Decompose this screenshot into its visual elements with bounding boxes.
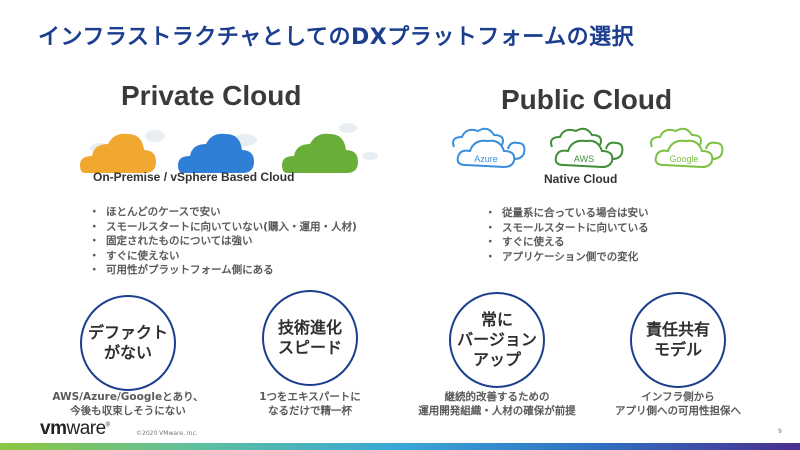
public-cloud-bullets: ・従量系に合っている場合は安い ・スモールスタートに向いている ・すぐに使える … — [478, 206, 649, 264]
bullet-item: ・すぐに使えない — [89, 249, 180, 262]
caption-shared-responsibility: インフラ側から アプリ側への可用性担保へ — [615, 391, 741, 417]
svg-text:Google: Google — [669, 154, 698, 164]
caption-no-de-facto: AWS/Azure/Googleとあり、 今後も収束しそうにない — [52, 391, 204, 417]
svg-text:Azure: Azure — [474, 154, 498, 164]
private-cloud-bullets: ・ほとんどのケースで安い ・スモールスタートに向いていない(購入・運用・人材) … — [82, 205, 357, 278]
private-cloud-subtitle: On-Premise / vSphere Based Cloud — [93, 170, 295, 184]
bullet-item: ・従量系に合っている場合は安い — [485, 207, 649, 219]
bullet-item: ・アプリケーション側での変化 — [485, 250, 639, 263]
google-cloud-icon: Google — [650, 127, 724, 169]
page-number: 9 — [778, 428, 782, 435]
copyright-text: ©2020 VMware, Inc. — [136, 430, 198, 437]
circle-tech-speed: 技術進化 スピード — [262, 290, 358, 386]
footer-gradient-bar — [0, 443, 800, 450]
public-cloud-icons: Azure AWS Google — [450, 125, 730, 175]
green-cloud-icon — [282, 133, 358, 173]
slide-title: インフラストラクチャとしてのDXプラットフォームの選択 — [38, 25, 635, 50]
circle-shared-responsibility: 責任共有 モデル — [630, 292, 726, 388]
aws-cloud-icon: AWS — [550, 127, 624, 169]
orange-cloud-icon — [80, 133, 156, 173]
bullet-item: ・スモールスタートに向いている — [485, 221, 649, 234]
svg-text:AWS: AWS — [574, 154, 594, 164]
circle-always-upgrade: 常に バージョン アップ — [449, 292, 545, 388]
caption-tech-speed: 1つをエキスパートに なるだけで精一杯 — [259, 391, 361, 417]
blue-cloud-icon — [178, 133, 254, 173]
caption-always-upgrade: 継続的改善するための 運用開発組織・人材の確保が前提 — [418, 391, 576, 417]
bullet-item: ・固定されたものについては強い — [89, 235, 253, 247]
circle-no-de-facto: デファクト がない — [80, 295, 176, 391]
private-cloud-icons — [80, 118, 380, 178]
bullet-item: ・スモールスタートに向いていない(購入・運用・人材) — [89, 220, 357, 233]
private-cloud-heading: Private Cloud — [121, 80, 302, 111]
vmware-logo: vmware® — [40, 418, 110, 439]
azure-cloud-icon: Azure — [452, 127, 526, 169]
bullet-item: ・すぐに使える — [485, 236, 565, 248]
bullet-item: ・可用性がプラットフォーム側にある — [89, 264, 274, 276]
public-cloud-heading: Public Cloud — [501, 84, 673, 115]
public-cloud-subtitle: Native Cloud — [544, 172, 618, 186]
bullet-item: ・ほとんどのケースで安い — [89, 206, 221, 218]
